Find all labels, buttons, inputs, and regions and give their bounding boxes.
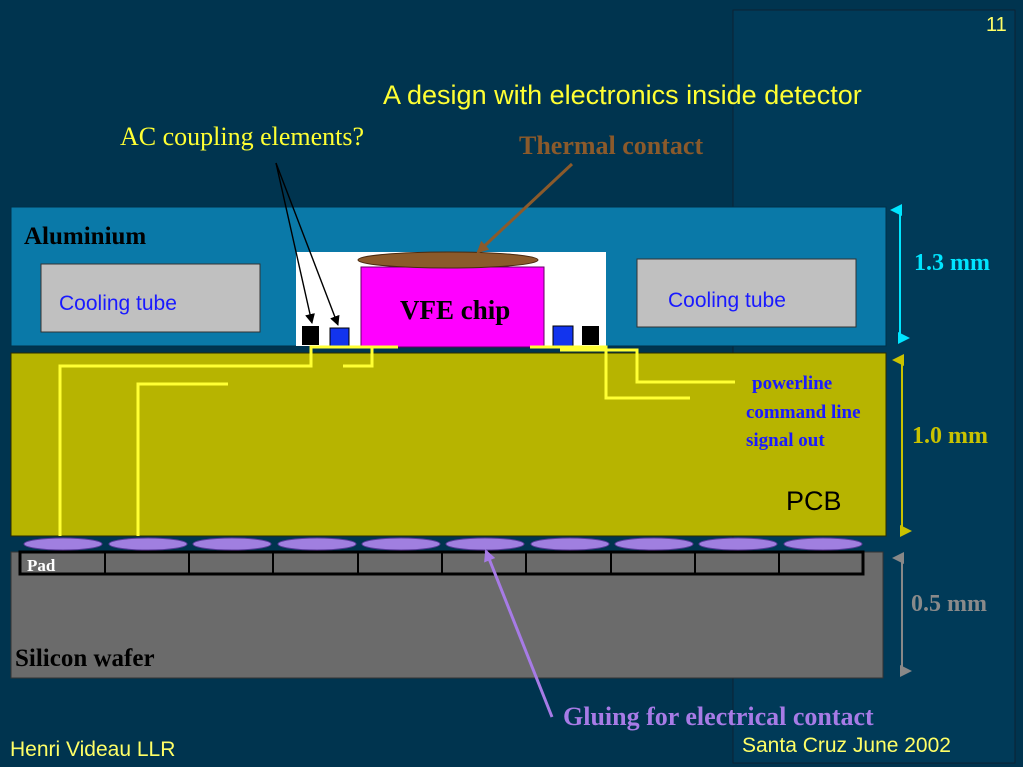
traces xyxy=(58,345,735,536)
cooling-tube-left-label: Cooling tube xyxy=(59,292,177,315)
glue-pad xyxy=(445,537,525,551)
cooling-tube-left xyxy=(40,263,261,333)
vfe-chip-label: VFE chip xyxy=(400,295,511,325)
footer-event: Santa Cruz June 2002 xyxy=(742,734,951,757)
trace xyxy=(58,345,398,536)
blue-square-icon xyxy=(552,325,574,347)
glue-pad xyxy=(698,537,778,551)
command-trace xyxy=(560,348,735,384)
cooling-tube-right-label: Cooling tube xyxy=(668,289,786,312)
footer-author: Henri Videau LLR xyxy=(10,738,176,761)
black-square-icon xyxy=(582,326,599,345)
ac-arrow xyxy=(275,162,340,326)
pad-label: Pad xyxy=(27,556,56,575)
trace xyxy=(136,382,228,536)
glue-pad xyxy=(530,537,610,551)
gluing-label: Gluing for electrical contact xyxy=(563,702,874,731)
powerline-trace xyxy=(530,345,690,400)
cooling-tube-right xyxy=(636,258,857,328)
glue-pad xyxy=(23,537,103,551)
slide-number: 11 xyxy=(986,14,1007,36)
pcb-board xyxy=(10,352,887,537)
glue-pad xyxy=(783,537,863,551)
ac-arrow xyxy=(275,162,315,324)
glue-pad xyxy=(277,537,357,551)
vfe-chip xyxy=(360,266,545,348)
aluminium-label: Aluminium xyxy=(24,223,147,250)
trace xyxy=(343,347,374,368)
blue-square-icon xyxy=(329,327,350,347)
black-square-icon xyxy=(302,326,319,345)
glue-pad xyxy=(108,537,188,551)
glue-pad xyxy=(614,537,694,551)
command-line-label: command line xyxy=(746,402,861,423)
slide-title: A design with electronics inside detecto… xyxy=(383,80,862,110)
gluing-arrow xyxy=(484,549,554,718)
pcb-label: PCB xyxy=(786,486,842,516)
pad-strip xyxy=(18,550,865,576)
glue-pad xyxy=(361,537,441,551)
thermal-contact-layer xyxy=(357,251,539,269)
ac-coupling-label: AC coupling elements? xyxy=(120,122,365,151)
pcb-thickness: 1.0 mm xyxy=(912,423,988,449)
thermal-contact-label: Thermal contact xyxy=(519,131,704,160)
silicon-wafer-label: Silicon wafer xyxy=(15,645,155,672)
thermal-arrow xyxy=(476,162,574,254)
aluminium-thickness: 1.3 mm xyxy=(914,250,990,276)
glue-pads xyxy=(23,537,863,551)
wafer-thickness: 0.5 mm xyxy=(911,591,987,617)
glue-pad xyxy=(192,537,272,551)
powerline-label: powerline xyxy=(752,373,833,394)
signal-out-label: signal out xyxy=(746,430,825,451)
